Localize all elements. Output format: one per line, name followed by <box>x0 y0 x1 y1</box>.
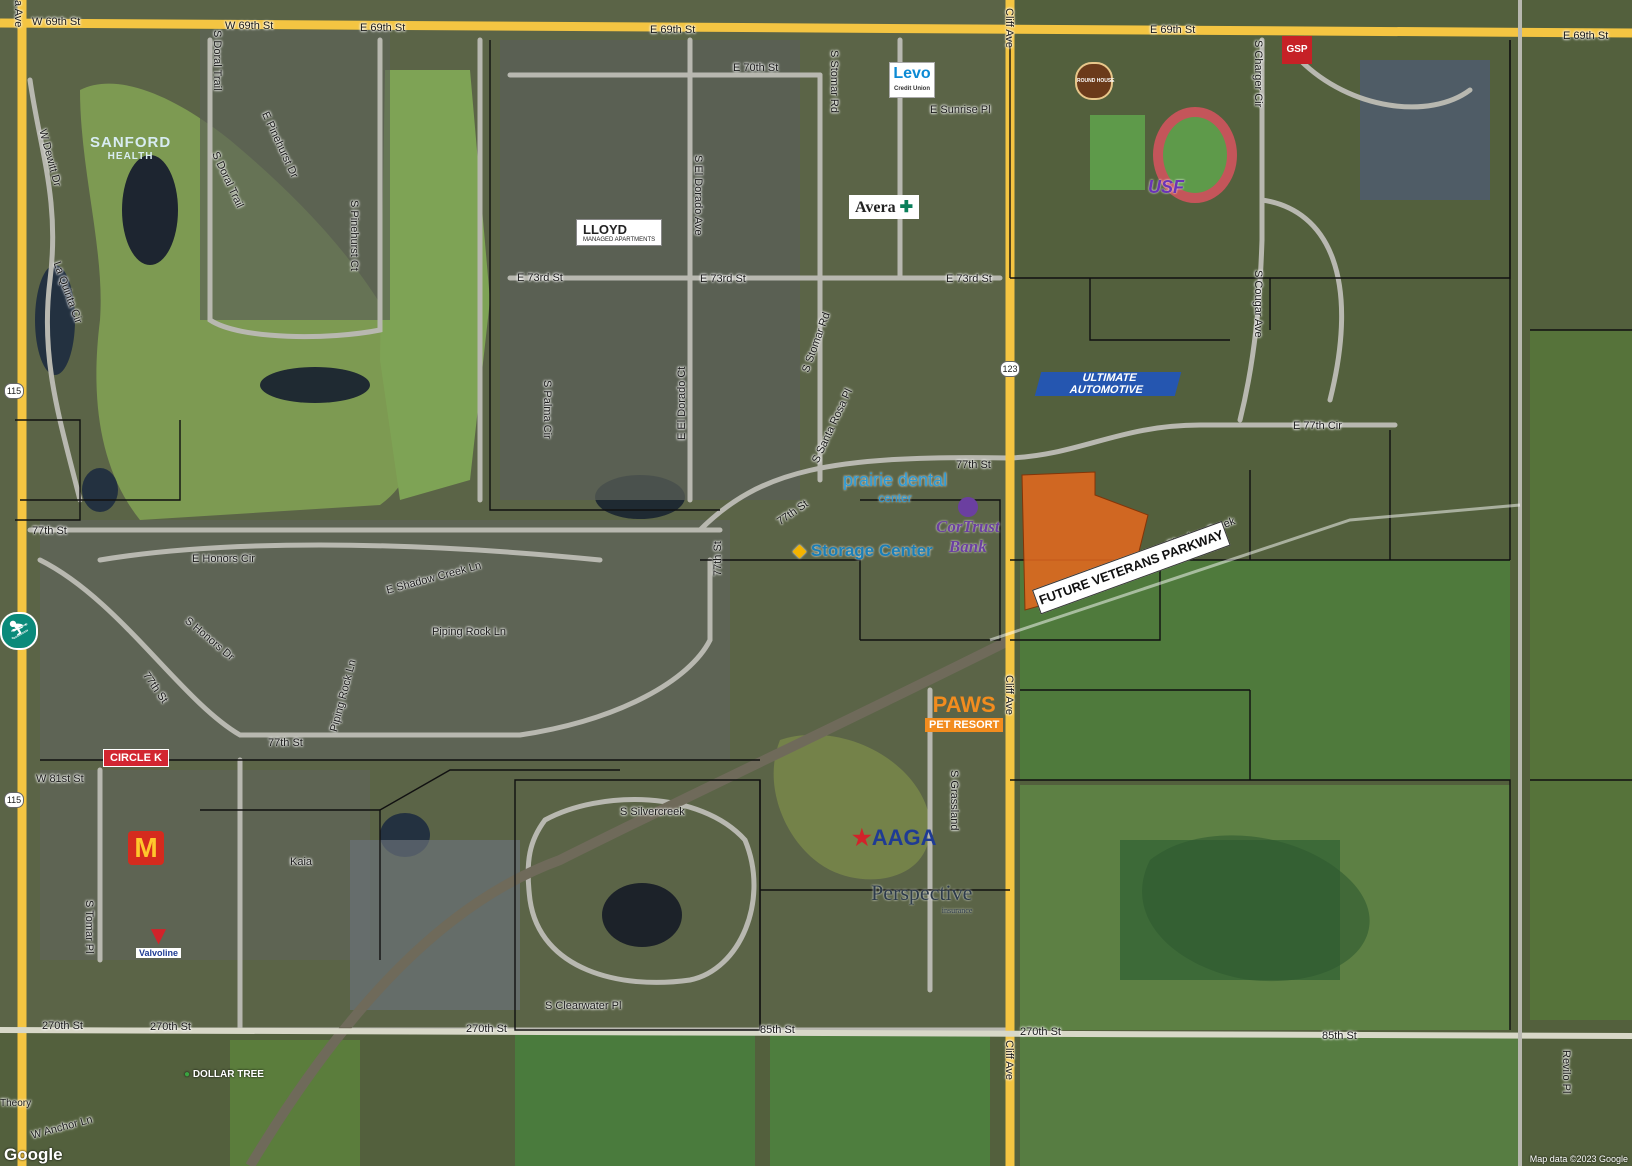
road-label: E 69th St <box>1563 30 1609 42</box>
road-label: Revilo Pl <box>1560 1050 1572 1094</box>
road-label: Cliff Ave <box>1003 675 1015 715</box>
road-label: E 73rd St <box>517 272 563 284</box>
golf-course-east <box>380 70 490 500</box>
road-label: 270th St <box>150 1021 191 1033</box>
road-label: 270th St <box>1020 1026 1061 1038</box>
mcdonalds-logo[interactable]: M <box>128 831 164 865</box>
road-label: S Cougar Ave <box>1252 270 1264 338</box>
pond <box>82 468 118 512</box>
road-label: S Tomar Pl <box>83 900 95 954</box>
pond <box>260 367 370 403</box>
gsp-logo[interactable]: GSP <box>1282 36 1312 64</box>
valvoline-logo[interactable]: ▼ Valvoline <box>136 922 182 958</box>
parcel-lines <box>15 35 1632 1031</box>
road-label: Cliff Ave <box>1003 8 1015 48</box>
usf-logo[interactable]: USF <box>1148 177 1184 197</box>
minor-roads <box>27 37 1473 1033</box>
location-marker-icon[interactable]: ⛷ <box>0 612 38 650</box>
road-label: W 81st St <box>36 773 84 785</box>
storage-center-logo[interactable]: ◆ Storage Center <box>793 541 933 560</box>
google-watermark: Google <box>4 1145 63 1164</box>
road-label: E 73rd St <box>946 273 992 285</box>
road-label: 85th St <box>760 1024 795 1036</box>
road-label: Cliff Ave <box>1003 1040 1015 1080</box>
levo-credit-union-logo[interactable]: Levo Credit Union <box>889 62 935 98</box>
paws-pet-resort-logo[interactable]: PAWS PET RESORT <box>925 692 1004 732</box>
hwy-115-shield: 115 <box>4 383 24 399</box>
cortrust-bank-logo[interactable]: CorTrust Bank <box>936 497 1000 557</box>
road-label: Theory <box>0 1098 32 1109</box>
hwy-123-shield: 123 <box>1000 361 1020 377</box>
road-label: 270th St <box>42 1020 83 1032</box>
road-label: 77th St <box>956 459 991 471</box>
road-label: E 70th St <box>733 62 779 74</box>
pond <box>122 155 178 265</box>
pond <box>35 265 75 375</box>
road-label: S Palma Cir <box>541 380 553 439</box>
road-label: a Ave <box>12 0 24 28</box>
road-label: S Pinehurst Ct <box>348 200 360 271</box>
lloyd-apartments-logo[interactable]: LLOYD MANAGED APARTMENTS <box>576 219 663 246</box>
road-label: W 69th St <box>225 20 274 32</box>
road-label: E 73rd St <box>700 273 746 285</box>
road-label: S El Dorado Ave <box>692 155 704 236</box>
road-label: S Clearwater Pl <box>545 1000 622 1012</box>
prairie-dental-logo[interactable]: prairie dental center <box>843 470 948 505</box>
crop-field <box>1020 560 1510 780</box>
road-label: S Silvercreek <box>620 806 685 818</box>
crop-field <box>515 1035 755 1166</box>
road-label: E 77th Cir <box>1293 420 1342 432</box>
hwy-115-shield: 115 <box>4 792 24 808</box>
road-label: S Doral Trail <box>211 30 223 91</box>
road-label: 270th St <box>466 1023 507 1035</box>
road-label: Kaia <box>290 856 313 868</box>
road-label: 85th St <box>1322 1030 1357 1042</box>
circle-k-logo[interactable]: CIRCLE K <box>103 749 169 767</box>
avera-logo[interactable]: Avera ✚ <box>849 195 919 219</box>
road-label: 77th St <box>712 541 724 576</box>
map-data-attribution: Map data ©2023 Google <box>1529 1154 1628 1164</box>
pond <box>602 883 682 947</box>
crop-field <box>1530 330 1632 1020</box>
dollar-tree-logo[interactable]: ● DOLLAR TREE <box>184 1069 264 1080</box>
road-label: W 69th St <box>32 16 81 28</box>
road-label: E El Dorado Ct <box>676 366 688 440</box>
road-label: S Stomar Rd <box>828 50 840 113</box>
road-label: E Sunrise Pl <box>930 104 991 116</box>
road-label: E Honors Cir <box>192 553 255 565</box>
perspective-insurance-logo[interactable]: Perspective insurance <box>871 880 973 915</box>
road-label: Piping Rock Ln <box>432 626 506 638</box>
ultimate-automotive-logo[interactable]: ULTIMATE AUTOMOTIVE <box>1034 372 1182 396</box>
road-270th <box>0 1027 1632 1039</box>
road-label: E 69th St <box>1150 24 1196 36</box>
railway <box>245 635 1013 1166</box>
road-label: E 69th St <box>360 22 406 34</box>
football-field <box>1090 115 1145 190</box>
school-building <box>1360 60 1490 200</box>
sanford-health-logo[interactable]: SANFORD HEALTH <box>90 134 172 162</box>
round-house-logo[interactable]: ROUND HOUSE <box>1075 62 1115 100</box>
road-label: 77th St <box>32 525 67 537</box>
road-label: E 69th St <box>650 24 696 36</box>
road-label: S Charger Cir <box>1252 40 1264 108</box>
road-label: S Grassland <box>948 770 960 831</box>
aaga-logo[interactable]: ★AAGA <box>852 825 937 850</box>
crop-field <box>1020 1035 1520 1166</box>
crop-field <box>770 1035 990 1166</box>
road-label: 77th St <box>268 737 303 749</box>
